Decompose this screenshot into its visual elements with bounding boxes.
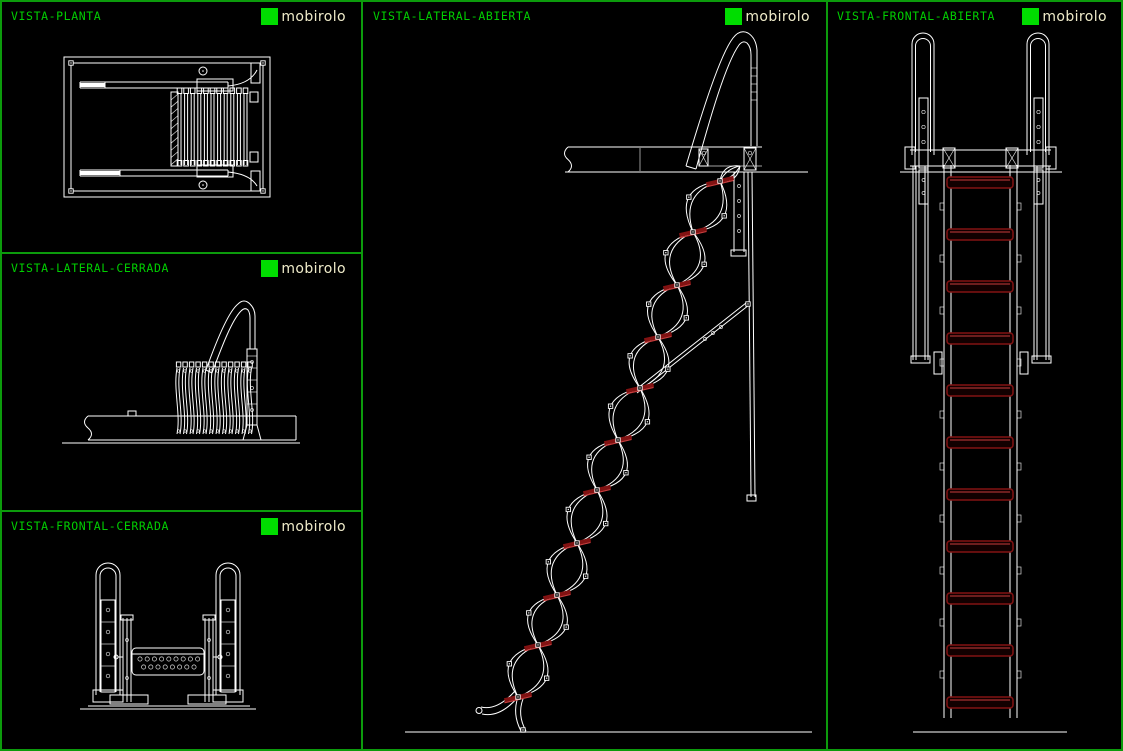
panel-divider-vertical-1 — [361, 0, 363, 751]
mobirolo-logo-text: mobirolo — [281, 260, 346, 277]
mobirolo-logo-icon — [261, 8, 279, 25]
ladder-rungs-red — [946, 176, 1014, 709]
drawing-vista-lateral-cerrada — [62, 300, 300, 444]
handrail-loops — [911, 32, 1050, 205]
mobirolo-logo-text: mobirolo — [1042, 8, 1107, 25]
panel-divider-vertical-2 — [826, 0, 828, 751]
mount-rail — [730, 172, 747, 257]
mobirolo-logo: mobirolo — [261, 518, 346, 535]
trapdoor-board — [62, 410, 300, 444]
mobirolo-logo-text: mobirolo — [281, 8, 346, 25]
folded-steps-side — [175, 361, 254, 435]
panel-vista-lateral-cerrada: VISTA-LATERAL-CERRADA mobirolo — [0, 252, 362, 510]
panel-title: VISTA-PLANTA — [11, 9, 102, 23]
perforated-step — [113, 647, 223, 676]
trapdoor-open — [746, 171, 757, 502]
corner-arcs — [227, 62, 261, 192]
mobirolo-logo: mobirolo — [261, 260, 346, 277]
hatch-strip — [170, 91, 179, 167]
inner-rails — [120, 614, 216, 702]
panel-vista-lateral-abierta: VISTA-LATERAL-ABIERTA mobirolo — [362, 0, 826, 751]
folded-steps-plan — [176, 87, 249, 167]
panel-divider-horizontal-2 — [0, 510, 362, 512]
slide-rails — [79, 66, 234, 190]
stringer-joints — [939, 202, 1022, 679]
step-perforations — [137, 656, 201, 670]
panel-vista-frontal-cerrada: VISTA-FRONTAL-CERRADA mobirolo — [0, 510, 362, 751]
base — [80, 694, 256, 710]
drawing-vista-planta — [63, 56, 271, 198]
mobirolo-logo-icon — [725, 8, 743, 25]
drawing-vista-frontal-cerrada — [80, 562, 256, 710]
handrail — [685, 31, 758, 170]
hatch-frame — [63, 56, 271, 198]
handrail-hook — [205, 300, 262, 441]
panel-vista-frontal-abierta: VISTA-FRONTAL-ABIERTA mobirolo — [826, 0, 1123, 751]
mobirolo-logo-text: mobirolo — [281, 518, 346, 535]
mobirolo-logo-icon — [261, 260, 279, 277]
scissor-chain — [507, 165, 741, 698]
mobirolo-logo: mobirolo — [261, 8, 346, 25]
panel-title: VISTA-FRONTAL-CERRADA — [11, 519, 169, 533]
mount-beam — [900, 146, 1062, 173]
drawing-vista-frontal-abierta — [900, 32, 1067, 733]
mobirolo-logo: mobirolo — [725, 8, 810, 25]
panel-title: VISTA-LATERAL-ABIERTA — [373, 9, 531, 23]
mobirolo-logo: mobirolo — [1022, 8, 1107, 25]
ladder-steps-red — [503, 175, 735, 704]
upper-frame — [910, 166, 1052, 375]
handrail-posts — [92, 562, 244, 703]
panel-vista-planta: VISTA-PLANTA mobirolo — [0, 0, 362, 252]
drawing-vista-lateral-abierta — [405, 31, 812, 733]
panel-divider-horizontal-1 — [0, 252, 362, 254]
panel-title: VISTA-LATERAL-CERRADA — [11, 261, 169, 275]
mobirolo-logo-icon — [1022, 8, 1040, 25]
panel-title: VISTA-FRONTAL-ABIERTA — [837, 9, 995, 23]
scissor-pivots — [506, 178, 727, 700]
mobirolo-logo-text: mobirolo — [745, 8, 810, 25]
mobirolo-logo-icon — [261, 518, 279, 535]
attic-floor-band — [564, 146, 808, 173]
